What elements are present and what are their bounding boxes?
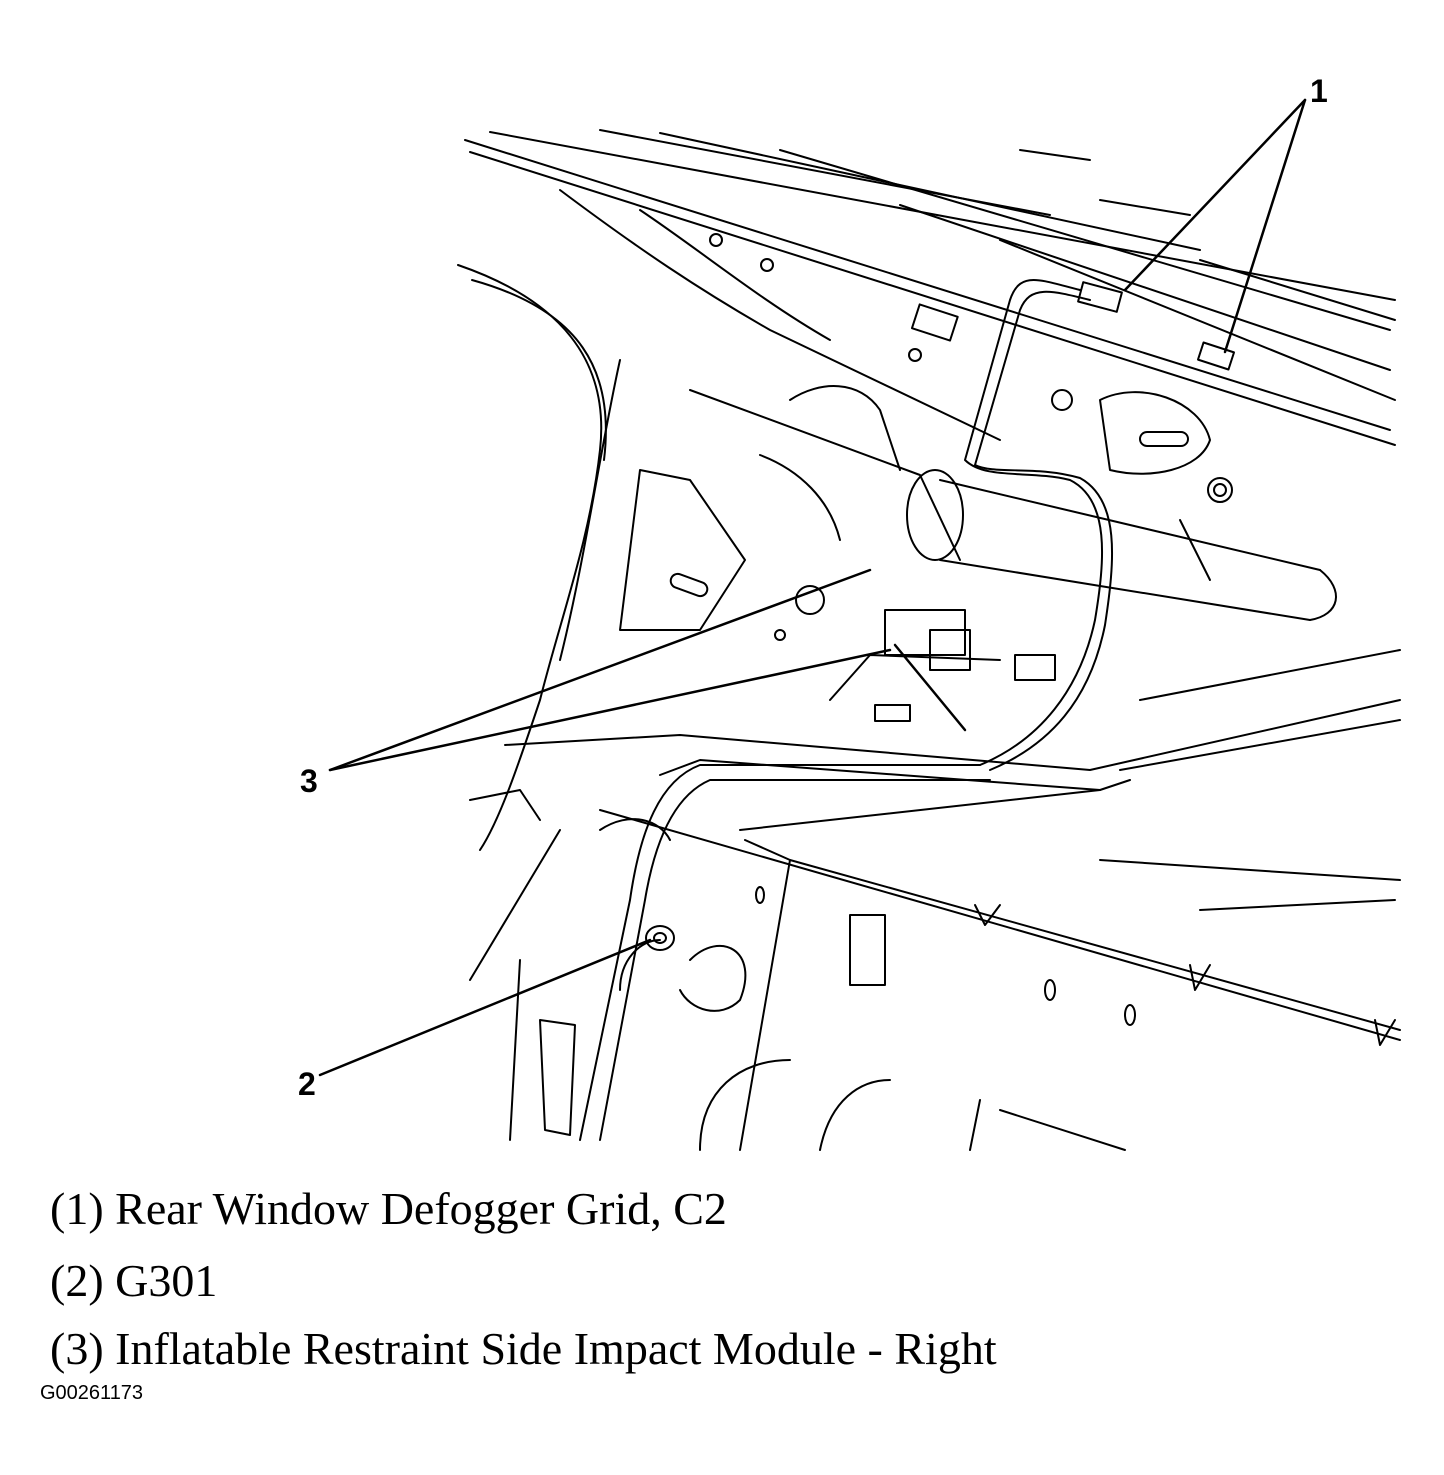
vehicle-rear-interior-drawing [0,0,1444,1160]
body-panel [560,190,1232,502]
side-impact-module [690,386,1336,620]
callout-1: 1 [1310,73,1328,109]
defogger-harness [965,280,1234,770]
rear-panel-upper-lines [465,130,1395,445]
leader-lines [320,100,1305,1075]
legend-item-3: (3) Inflatable Restraint Side Impact Mod… [50,1323,997,1374]
legend-item-1: (1) Rear Window Defogger Grid, C2 [50,1183,727,1234]
lower-trim [470,790,575,1140]
callout-3: 3 [300,763,318,799]
callout-2: 2 [298,1066,316,1102]
ground-harness [580,765,990,1140]
mounting-bracket [620,470,824,640]
rear-floor-panel [505,650,1400,1150]
c-pillar-trim [458,265,620,850]
legend-item-2: (2) G301 [50,1255,218,1306]
figure-id: G00261173 [40,1382,144,1404]
